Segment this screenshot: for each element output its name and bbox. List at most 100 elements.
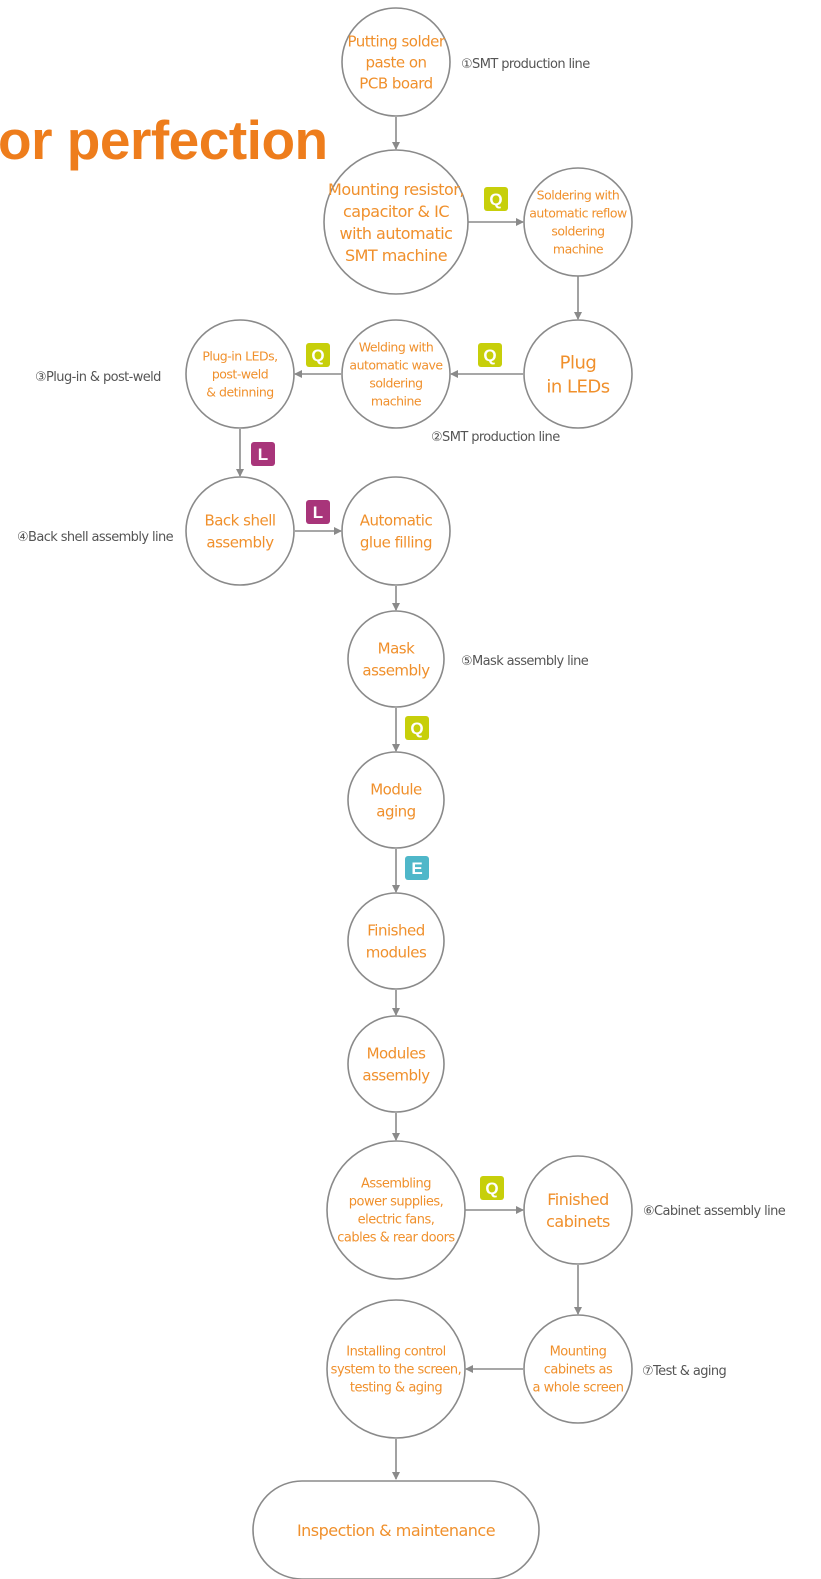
badge-letter: L xyxy=(313,503,323,522)
badge-box xyxy=(478,343,502,367)
step-circle xyxy=(323,149,469,295)
step-label-line: paste on xyxy=(365,53,426,71)
step-circle xyxy=(347,1015,445,1113)
step-circle xyxy=(326,1299,466,1439)
step-label-line: PCB board xyxy=(359,74,432,92)
step-label-line: power supplies, xyxy=(349,1195,443,1210)
badge-letter: Q xyxy=(485,1179,498,1198)
step-circle xyxy=(347,610,445,708)
step-label-line: post-weld xyxy=(212,367,268,382)
step-label-line: testing & aging xyxy=(350,1381,443,1396)
step-label-line: aging xyxy=(376,802,415,820)
badge-box xyxy=(480,1176,504,1200)
process-step-n8: Automatic glue filling xyxy=(341,476,451,586)
step-circle xyxy=(523,1314,633,1424)
step-label-line: cables & rear doors xyxy=(337,1231,455,1246)
step-label-line: automatic reflow xyxy=(529,206,627,221)
production-line-label: ③Plug-in & post-weld xyxy=(35,370,161,385)
step-label-line: Soldering with xyxy=(537,188,620,203)
step-label-line: machine xyxy=(371,394,422,409)
step-circle xyxy=(523,1155,633,1265)
process-step-n10: Module aging xyxy=(347,751,445,849)
step-label-line: cabinets xyxy=(546,1212,610,1231)
process-step-n12: Modules assembly xyxy=(347,1015,445,1113)
step-label-line: electric fans, xyxy=(358,1213,435,1228)
quality-badge-Q: Q xyxy=(484,187,508,211)
badge-box xyxy=(405,716,429,740)
step-label-line: Plug-in LEDs, xyxy=(202,349,277,364)
step-circle xyxy=(341,319,451,429)
process-step-n6: Plug-in LEDs, post-weld & detinning xyxy=(185,319,295,429)
step-label-line: Installing control xyxy=(346,1345,445,1360)
step-circle xyxy=(326,1140,466,1280)
badge-letter: Q xyxy=(410,719,423,738)
step-label-line: & detinning xyxy=(206,385,273,400)
step-label-line: Automatic xyxy=(360,511,433,529)
quality-badge-Q: Q xyxy=(306,343,330,367)
step-label-line: in LEDs xyxy=(546,376,609,397)
step-circle xyxy=(341,476,451,586)
process-step-n9: Mask assembly xyxy=(347,610,445,708)
step-circle xyxy=(185,476,295,586)
quality-badge-Q: Q xyxy=(478,343,502,367)
step-label-line: Back shell xyxy=(204,511,275,529)
production-line-label: ⑤Mask assembly line xyxy=(461,654,589,669)
step-circle xyxy=(523,167,633,277)
quality-badge-L: L xyxy=(251,442,275,466)
step-circle xyxy=(347,751,445,849)
step-label-line: glue filling xyxy=(360,533,432,551)
step-label-line: Modules xyxy=(367,1044,427,1062)
step-label-line: Plug xyxy=(560,352,597,373)
quality-badge-Q: Q xyxy=(405,716,429,740)
production-line-label: ④Back shell assembly line xyxy=(17,530,174,545)
step-label-line: assembly xyxy=(206,533,274,551)
production-line-label: ①SMT production line xyxy=(461,57,590,72)
process-step-n17: Inspection & maintenance xyxy=(252,1480,540,1579)
step-label-line: Inspection & maintenance xyxy=(297,1521,495,1540)
step-label-line: system to the screen, xyxy=(331,1363,462,1378)
step-label-line: cabinets as xyxy=(544,1363,613,1378)
step-label-line: with automatic xyxy=(340,224,453,243)
step-label-line: soldering xyxy=(369,376,422,391)
process-step-n14: Finished cabinets xyxy=(523,1155,633,1265)
step-label-line: assembly xyxy=(362,1066,430,1084)
step-circle xyxy=(347,892,445,990)
step-label-line: Mounting resistor, xyxy=(328,180,464,199)
production-line-label: ⑥Cabinet assembly line xyxy=(643,1204,786,1219)
step-label-line: Module xyxy=(370,780,422,798)
step-label-line: Mounting xyxy=(550,1345,607,1360)
step-circle xyxy=(523,319,633,429)
quality-badge-Q: Q xyxy=(480,1176,504,1200)
step-label-line: automatic wave xyxy=(349,358,443,373)
step-circle xyxy=(341,7,451,117)
final-step-capsule xyxy=(252,1480,540,1579)
badge-box xyxy=(306,343,330,367)
badge-letter: Q xyxy=(489,190,502,209)
production-line-label: ⑦Test & aging xyxy=(642,1364,727,1379)
badge-letter: E xyxy=(411,859,422,878)
process-step-n1: Putting solder paste on PCB board xyxy=(341,7,451,117)
process-step-n16: Installing control system to the screen, t… xyxy=(326,1299,466,1439)
step-label-line: machine xyxy=(553,242,604,257)
badge-box xyxy=(405,856,429,880)
step-circle xyxy=(185,319,295,429)
process-step-n4: Plug in LEDs xyxy=(523,319,633,429)
step-label-line: Finished xyxy=(367,921,424,939)
badge-box xyxy=(251,442,275,466)
process-step-n7: Back shell assembly xyxy=(185,476,295,586)
page-title: or perfection xyxy=(0,109,328,171)
step-label-line: Putting solder xyxy=(347,32,445,50)
step-label-line: Finished xyxy=(547,1190,609,1209)
badge-box xyxy=(306,500,330,524)
step-label-line: Mask xyxy=(378,639,415,657)
badge-letter: Q xyxy=(311,346,324,365)
badge-box xyxy=(484,187,508,211)
step-label-line: assembly xyxy=(362,661,430,679)
